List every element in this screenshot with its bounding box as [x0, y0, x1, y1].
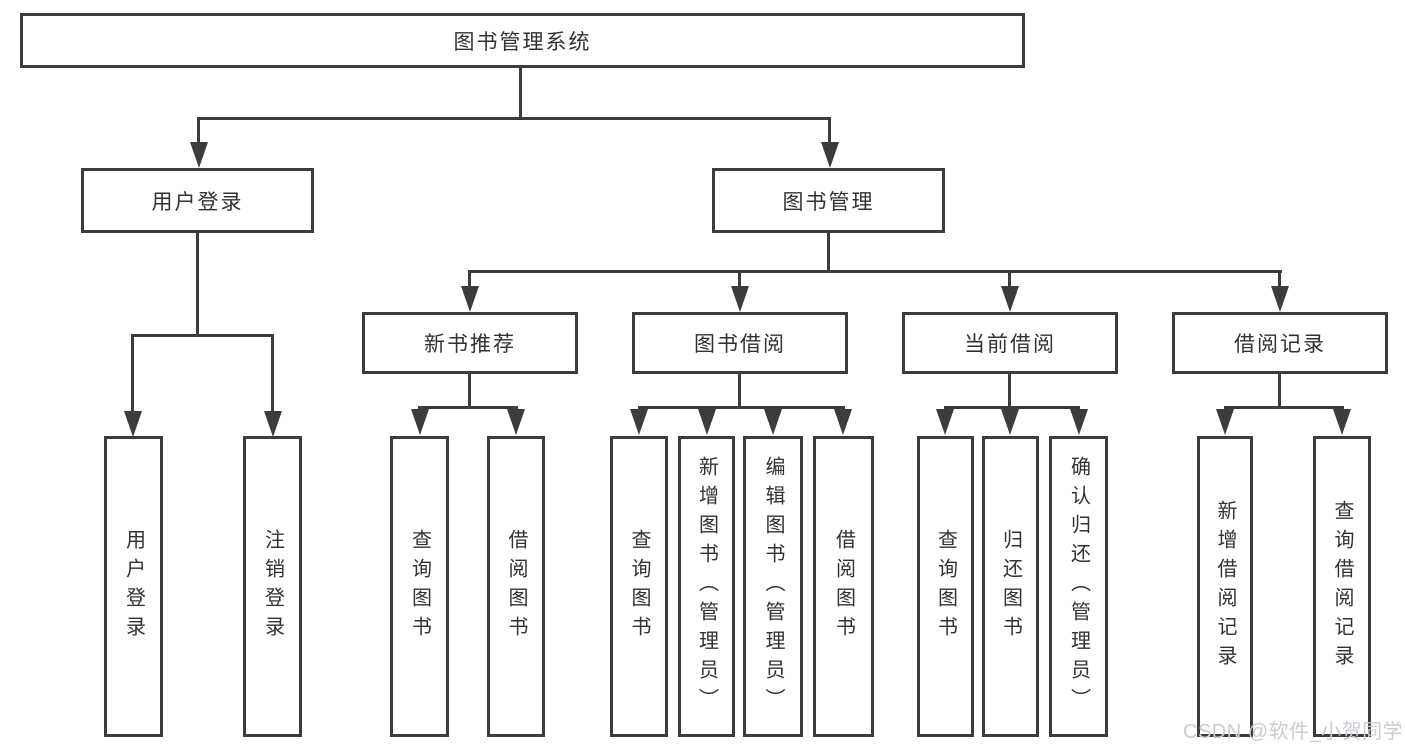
connector-hline [944, 406, 1080, 409]
connector-vline [827, 233, 830, 273]
connector-vline [1008, 374, 1011, 409]
connector-vline [738, 270, 741, 288]
node-new-book-recommendation: 新书推荐 [362, 312, 578, 374]
leaf-search-books-recommendation: 查询图书 [390, 436, 449, 737]
connector-hline [468, 270, 1282, 273]
connector-vline [1278, 374, 1281, 409]
arrow-down-icon [1070, 409, 1088, 435]
arrow-down-icon [936, 409, 954, 435]
arrow-down-icon [764, 409, 782, 435]
connector-vline [271, 334, 274, 413]
arrow-down-icon [124, 411, 142, 437]
node-user-login: 用户登录 [81, 168, 314, 233]
arrow-down-icon [1333, 409, 1351, 435]
leaf-edit-books-admin: 编辑图书（管理员） [743, 436, 803, 737]
leaf-logout: 注销登录 [243, 436, 302, 737]
connector-vline [197, 117, 200, 144]
connector-hline [132, 334, 274, 337]
arrow-down-icon [1216, 409, 1234, 435]
arrow-down-icon [264, 411, 282, 437]
node-library-management-system: 图书管理系统 [20, 13, 1025, 68]
arrow-down-icon [698, 409, 716, 435]
arrow-down-icon [1001, 286, 1019, 312]
node-book-borrowing: 图书借阅 [632, 312, 848, 374]
leaf-search-books-borrowing: 查询图书 [610, 436, 668, 737]
connector-vline [1008, 270, 1011, 288]
node-current-borrowing: 当前借阅 [902, 312, 1118, 374]
connector-vline [468, 270, 471, 288]
arrow-down-icon [630, 409, 648, 435]
connector-hline [638, 406, 845, 409]
arrow-down-icon [1271, 286, 1289, 312]
leaf-add-borrow-record: 新增借阅记录 [1197, 436, 1253, 737]
connector-vline [131, 334, 134, 413]
connector-vline [196, 233, 199, 336]
leaf-search-books-current: 查询图书 [917, 436, 974, 737]
connector-hline [197, 117, 831, 120]
arrow-down-icon [1001, 409, 1019, 435]
connector-vline [519, 68, 522, 120]
watermark: CSDN @软件_小贺同学 [1183, 721, 1404, 743]
connector-vline [468, 374, 471, 409]
leaf-confirm-return-admin: 确认归还（管理员） [1049, 436, 1108, 737]
arrow-down-icon [411, 409, 429, 435]
arrow-down-icon [190, 142, 208, 168]
connector-hline [418, 406, 518, 409]
connector-hline [1224, 406, 1344, 409]
leaf-borrow-books-borrowing: 借阅图书 [813, 436, 874, 737]
arrow-down-icon [507, 409, 525, 435]
leaf-borrow-books-recommendation: 借阅图书 [487, 436, 545, 737]
leaf-search-borrow-record: 查询借阅记录 [1313, 436, 1371, 737]
arrow-down-icon [731, 286, 749, 312]
arrow-down-icon [834, 409, 852, 435]
node-borrowing-records: 借阅记录 [1172, 312, 1388, 374]
arrow-down-icon [821, 142, 839, 168]
arrow-down-icon [461, 286, 479, 312]
node-book-management: 图书管理 [712, 168, 945, 233]
connector-vline [738, 374, 741, 409]
connector-vline [828, 117, 831, 144]
leaf-user-login: 用户登录 [104, 436, 163, 737]
leaf-add-books-admin: 新增图书（管理员） [678, 436, 735, 737]
connector-vline [1278, 270, 1281, 288]
leaf-return-books: 归还图书 [982, 436, 1039, 737]
